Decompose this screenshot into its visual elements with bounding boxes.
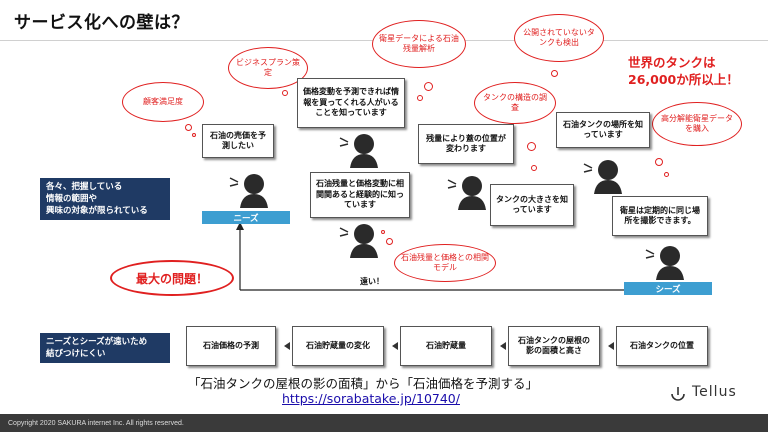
world-tanks-note: 世界のタンクは 26,000か所以上！	[628, 55, 739, 87]
flow-step-shadow-area: 石油タンクの屋根の 影の面積と高さ	[508, 326, 600, 366]
bubble-dot	[531, 165, 537, 171]
seeds-label: シーズ	[624, 282, 712, 295]
box-tank-location: 石油タンクの場所を知っています	[556, 112, 650, 148]
flow-arrow-icon	[608, 342, 614, 350]
flow-step-storage-change: 石油貯蔵量の変化	[292, 326, 384, 366]
flow-arrow-icon	[392, 342, 398, 350]
bubble-dot	[655, 158, 663, 166]
bubble-satellite-analysis: 衛星データによる石油残量解析	[372, 20, 466, 68]
box-price-change: 価格変動を予測できれば情報を買ってくれる人がいることを知っています	[297, 78, 405, 128]
info-limited-scope: 各々、把握している 情報の範囲や 興味の対象が限られている	[40, 178, 170, 220]
person-icon	[229, 174, 268, 208]
bubble-dot	[185, 124, 192, 131]
person-icon	[447, 176, 486, 210]
footer-copyright: Copyright 2020 SAKURA internet Inc. All …	[0, 414, 768, 432]
bubble-tank-structure: タンクの構造の調査	[474, 82, 556, 124]
bubble-dot	[527, 142, 536, 151]
page-title: サービス化への壁は？	[14, 13, 189, 33]
tellus-logo-icon	[671, 387, 685, 401]
bubble-business-plan: ビジネスプラン策定	[228, 47, 308, 89]
box-satellite-regular: 衛星は定期的に同じ場所を撮影できます。	[612, 196, 708, 236]
bubble-public-tanks: 公開されていないタンクも検出	[514, 14, 604, 62]
box-correlation-exp: 石油残量と価格変動に相関関あると経験的に知っています	[310, 172, 410, 218]
person-icon	[645, 246, 684, 280]
person-icon	[583, 160, 622, 194]
bubble-dot	[551, 70, 558, 77]
box-lid-position: 残量により蓋の位置が変わります	[418, 124, 514, 164]
biggest-issue-callout: 最大の問題！	[110, 260, 234, 296]
bubble-dot	[192, 133, 196, 137]
box-want-predict: 石油の売価を予測したい	[202, 124, 274, 158]
bubble-dot	[381, 230, 385, 234]
far-label: 遠い！	[360, 277, 384, 286]
bubble-dot	[282, 90, 288, 96]
flow-step-tank-location: 石油タンクの位置	[616, 326, 708, 366]
bubble-dot	[417, 95, 423, 101]
bubble-dot	[424, 82, 433, 91]
flow-step-storage: 石油貯蔵量	[400, 326, 492, 366]
flow-step-price-prediction: 石油価格の予測	[186, 326, 276, 366]
bubble-customer-satisfaction: 顧客満足度	[122, 82, 204, 122]
box-tank-size: タンクの大きさを知っています	[490, 184, 574, 226]
needs-label: ニーズ	[202, 211, 290, 224]
person-icon	[339, 134, 378, 168]
brand-name: Tellus	[692, 384, 737, 400]
bubble-dot	[386, 238, 393, 245]
bubble-correlation-model: 石油残量と価格との相関モデル	[394, 244, 496, 282]
flow-arrow-icon	[284, 342, 290, 350]
flow-arrow-icon	[500, 342, 506, 350]
info-hard-to-link: ニーズとシーズが遠いため 結びつけにくい	[40, 333, 170, 363]
caption: 「石油タンクの屋根の影の面積」から「石油価格を予測する」	[188, 376, 539, 391]
article-link[interactable]: https://sorabatake.jp/10740/	[282, 391, 460, 406]
person-icon	[339, 224, 378, 258]
bubble-hires-data: 高分解能衛星データを購入	[652, 102, 742, 146]
bubble-dot	[664, 172, 669, 177]
